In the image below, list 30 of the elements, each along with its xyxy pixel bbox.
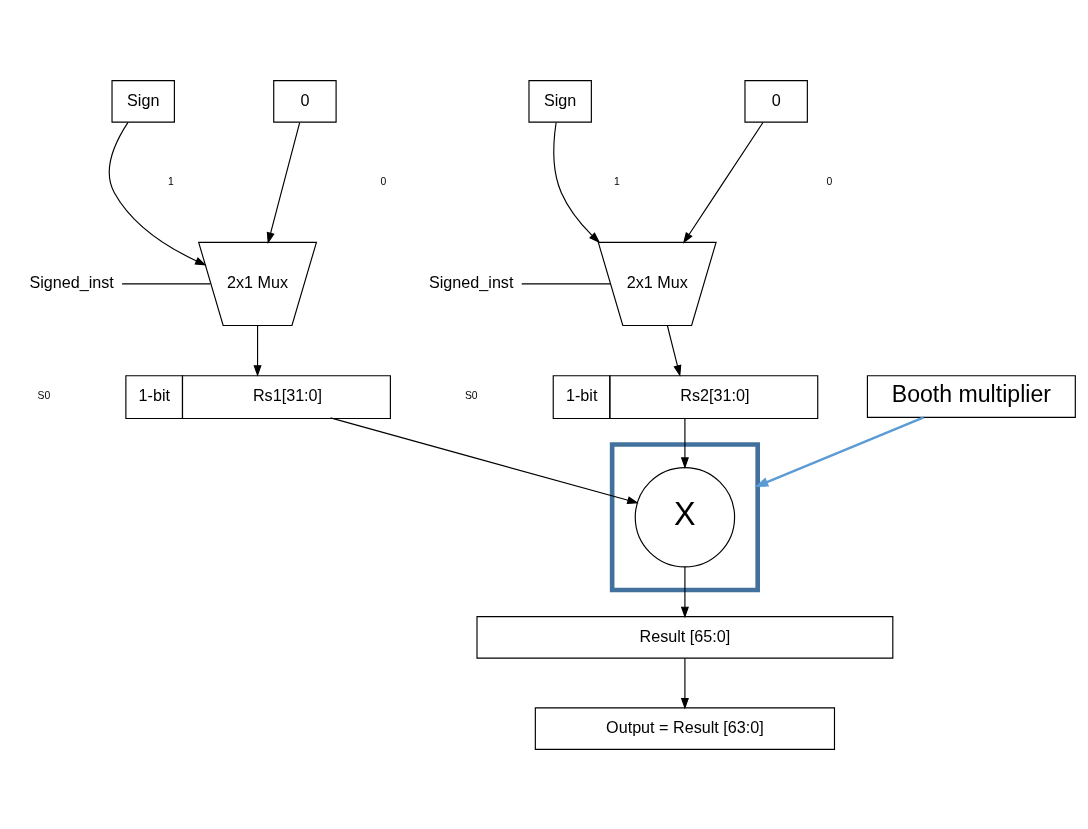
arrow xyxy=(329,416,639,504)
cluster xyxy=(609,441,760,592)
node-box: Booth multiplier xyxy=(866,374,1076,418)
arrow xyxy=(680,657,689,709)
connector xyxy=(121,282,212,284)
node-box: Result [65:0] xyxy=(476,615,894,659)
node-box: 0 xyxy=(273,79,337,123)
label: 1 xyxy=(613,175,620,187)
arrow xyxy=(680,565,689,618)
arrow xyxy=(266,121,301,244)
node-circle: X xyxy=(634,466,736,567)
node-box: 0 xyxy=(744,79,808,123)
node-text: Signed_inst xyxy=(29,272,114,291)
connector xyxy=(521,282,611,284)
node-box: Sign xyxy=(528,79,592,123)
arrow xyxy=(754,415,925,487)
label: 0 xyxy=(826,175,833,187)
label: 1 xyxy=(168,175,174,187)
arrow xyxy=(682,121,764,244)
node-box: Output = Result [63:0] xyxy=(534,706,836,750)
arrow xyxy=(666,324,682,377)
node-box: Sign xyxy=(111,79,175,123)
label: 0 xyxy=(380,175,387,187)
label: S0 xyxy=(464,389,478,401)
arrow xyxy=(680,417,689,469)
label: S0 xyxy=(37,389,51,401)
arrow xyxy=(108,121,207,266)
arrow xyxy=(253,324,262,377)
arrow xyxy=(553,121,601,243)
node-text: Signed_inst xyxy=(429,272,514,291)
